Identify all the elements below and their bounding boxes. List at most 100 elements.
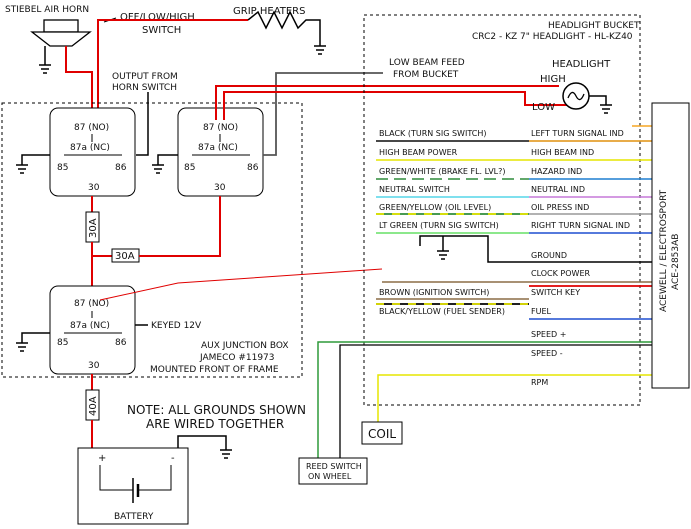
- dash-label-2: ACE-2853AB: [671, 234, 681, 290]
- wire-label-left: NEUTRAL SWITCH: [379, 185, 450, 194]
- relay-ground-wire: [157, 154, 178, 165]
- wire-label-right: RIGHT TURN SIGNAL IND: [531, 221, 630, 230]
- wire-label-left: LT GREEN (TURN SIG SWITCH): [379, 221, 499, 230]
- bucket-label-2: CRC2 - KZ 7" HEADLIGHT - HL-KZ40: [472, 32, 633, 42]
- dash-label-1: ACEWELL / ELECTROSPORT: [659, 189, 669, 312]
- acewell-dash-unit: ACEWELL / ELECTROSPORT ACE-2853AB: [651, 102, 690, 389]
- relay-pin-86: 86: [247, 163, 259, 173]
- headlight-ground-wire: [589, 95, 607, 105]
- air-horn: STIEBEL AIR HORN: [5, 5, 92, 47]
- relay-headlight: 87 (NO) 87a (NC) 85 86 30: [177, 107, 264, 197]
- wire-label-right: SWITCH KEY: [531, 288, 580, 297]
- wire-label-right: GROUND: [531, 251, 567, 260]
- dash-ground-wire: [419, 235, 652, 263]
- headlight-bucket-box: [363, 14, 641, 406]
- headlight-low-label: LOW: [532, 102, 555, 113]
- grip-heaters-label: GRIP HEATERS: [233, 6, 305, 17]
- relay-aux: 87 (NO) 87a (NC) 85 86 30: [49, 285, 136, 375]
- battery-label: BATTERY: [114, 512, 154, 522]
- horn-label: STIEBEL AIR HORN: [5, 5, 89, 15]
- headlight-high-wire: [215, 85, 559, 120]
- relay-pin-87: 87 (NO): [203, 123, 238, 133]
- battery-plus: +: [98, 453, 106, 464]
- output-note-2: HORN SWITCH: [112, 83, 177, 93]
- fuse-label: 40A: [88, 396, 99, 416]
- wire-label-right: HIGH BEAM IND: [531, 148, 594, 157]
- horn-wire: [65, 46, 93, 120]
- relay-pin-86: 86: [115, 338, 127, 348]
- ground-symbol: [314, 45, 326, 55]
- relay-pin-87a: 87a (NC): [70, 143, 110, 153]
- wire-label-right: RPM: [531, 378, 548, 387]
- relay-pin-87a: 87a (NC): [198, 143, 238, 153]
- switch-label-1: OFF/LOW/HIGH: [120, 12, 195, 23]
- bucket-wire-row: LT GREEN (TURN SIG SWITCH) RIGHT TURN SI…: [376, 221, 652, 234]
- wire-label-left: GREEN/WHITE (BRAKE FL. LVL?): [379, 167, 506, 176]
- low-beam-feed-label-2: FROM BUCKET: [393, 70, 459, 80]
- coil: COIL: [361, 421, 403, 445]
- switch-feed-wire: [97, 19, 248, 120]
- ground-note-2: ARE WIRED TOGETHER: [146, 417, 284, 431]
- ground-symbol: [16, 164, 28, 174]
- grip-heater-resistor: [247, 10, 321, 46]
- aux-label-1: AUX JUNCTION BOX: [201, 341, 289, 351]
- ground-symbol: [437, 236, 449, 260]
- bucket-wire-row: BLACK (TURN SIG SWITCH) LEFT TURN SIGNAL…: [376, 125, 652, 142]
- relay-pin-85: 85: [57, 163, 68, 173]
- output-note-1: OUTPUT FROM: [112, 72, 178, 82]
- wire-label-left: BLACK (TURN SIG SWITCH): [379, 129, 486, 138]
- fuse-label: 30A: [115, 251, 135, 262]
- relay-pin-87a: 87a (NC): [70, 321, 110, 331]
- aux-label-3: MOUNTED FRONT OF FRAME: [150, 365, 279, 375]
- bucket-wire-row: NEUTRAL SWITCH NEUTRAL IND: [376, 185, 652, 198]
- fuse-label: 30A: [88, 218, 99, 238]
- fuse-40a: 40A: [85, 389, 100, 421]
- speed-plus-wire: [317, 341, 652, 458]
- relay-pin-87: 87 (NO): [74, 299, 109, 309]
- battery: + - BATTERY: [77, 447, 189, 525]
- aux-junction-box: [1, 102, 303, 378]
- ground-symbol: [220, 449, 232, 459]
- wire-label-left: GREEN/YELLOW (OIL LEVEL): [379, 203, 491, 212]
- headlight-low-wire: [223, 91, 567, 120]
- wire-label-right: OIL PRESS IND: [531, 203, 589, 212]
- bucket-wire-row: GREEN/WHITE (BRAKE FL. LVL?) HAZARD IND: [376, 167, 652, 180]
- wire-label-right: HAZARD IND: [531, 167, 582, 176]
- ground-symbol: [152, 164, 164, 174]
- headlight-label: HEADLIGHT: [552, 59, 611, 70]
- switch-label-2: SWITCH: [142, 25, 181, 36]
- switch-key-wire: [99, 268, 383, 301]
- wire-label-right: SPEED -: [531, 349, 563, 358]
- relay-pin-30: 30: [88, 361, 100, 371]
- battery-minus: -: [171, 453, 175, 464]
- relay-pin-86: 86: [115, 163, 127, 173]
- relay2-feed-wire: [139, 196, 221, 257]
- low-beam-feed-label-1: LOW BEAM FEED: [389, 58, 465, 68]
- wire-label-left: BROWN (IGNITION SWITCH): [379, 288, 489, 297]
- wire-label-left: HIGH BEAM POWER: [379, 148, 458, 157]
- bucket-label-1: HEADLIGHT BUCKET: [548, 21, 640, 31]
- bucket-wire-row: HIGH BEAM POWER HIGH BEAM IND: [376, 148, 652, 161]
- relay-pin-85: 85: [184, 163, 195, 173]
- relay-pin-30: 30: [88, 183, 100, 193]
- battery-ground-wire: [177, 435, 227, 450]
- ground-symbol: [600, 104, 612, 114]
- wire-label-right: CLOCK POWER: [531, 269, 591, 278]
- relay-pin-87: 87 (NO): [74, 123, 109, 133]
- aux-label-2: JAMECO #11973: [199, 353, 275, 363]
- reed-label-1: REED SWITCH: [306, 462, 362, 471]
- rpm-wire: [377, 374, 652, 422]
- keyed-12v-label: KEYED 12V: [151, 321, 202, 331]
- wire-label-right: LEFT TURN SIGNAL IND: [531, 129, 624, 138]
- relay-pin-85: 85: [57, 338, 68, 348]
- wire-label-right: FUEL: [531, 307, 552, 316]
- coil-label: COIL: [368, 427, 396, 441]
- wire-label-right: SPEED +: [531, 330, 566, 339]
- fuse-30a-relay: 30A: [85, 211, 100, 243]
- ground-symbol: [16, 342, 28, 352]
- fuse-30a-mid: 30A: [111, 248, 140, 263]
- relay-ground-wire: [21, 154, 50, 165]
- speed-minus-wire: [339, 344, 652, 458]
- relay-horn: 87 (NO) 87a (NC) 85 86 30: [49, 107, 136, 197]
